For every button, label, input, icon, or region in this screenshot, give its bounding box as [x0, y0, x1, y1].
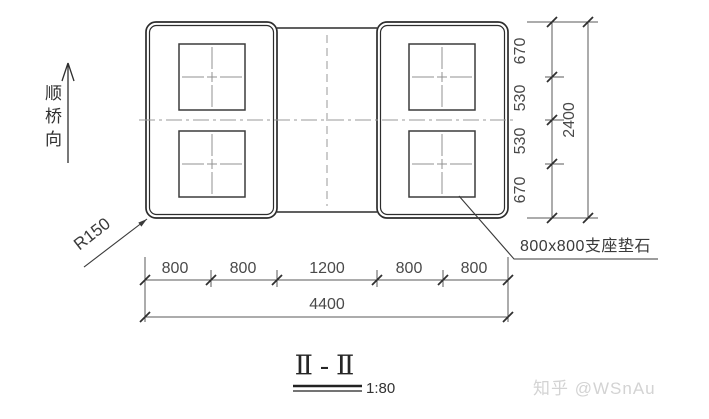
section-title: Ⅱ-Ⅱ	[294, 350, 362, 381]
watermark: 知乎 @WSnAu	[533, 379, 656, 398]
dim-right-seg-2: 530	[512, 84, 529, 112]
radius-leader-line	[83, 218, 148, 268]
dim-right-total: 2400	[561, 102, 578, 138]
dim-right-seg-3: 530	[512, 127, 529, 155]
bearing-pad-bottom-left	[178, 130, 246, 198]
dim-right-seg-1: 670	[512, 37, 529, 65]
pedestal-label: 800x800支座垫石	[520, 238, 651, 255]
direction-arrow	[61, 62, 75, 163]
bearing-pad-centerlines	[182, 47, 472, 194]
middle-web-outline	[277, 27, 377, 213]
dim-right-seg-4: 670	[512, 176, 529, 204]
dim-bottom-seg-2: 800	[229, 260, 257, 277]
bearing-pad-top-left	[178, 43, 246, 111]
scale-label: 1:80	[366, 380, 396, 397]
bearing-pads	[178, 43, 476, 198]
dim-bottom-seg-4: 800	[395, 260, 423, 277]
bearing-pad-top-right	[408, 43, 476, 111]
bearing-pad-bottom-right	[408, 130, 476, 198]
dim-bottom-seg-1: 800	[161, 260, 189, 277]
dim-bottom-seg-5: 800	[460, 260, 488, 277]
dim-bottom-seg-3: 1200	[309, 260, 345, 277]
main-centerlines	[139, 35, 516, 206]
section-title-underline	[293, 384, 362, 392]
dim-bottom-total: 4400	[309, 296, 345, 313]
pedestal-leader-line	[458, 195, 658, 260]
bottom-dimension-ticks	[139, 274, 514, 323]
bottom-dimension-lines	[144, 257, 509, 322]
direction-label: 顺桥向	[42, 84, 61, 153]
right-dimension-ticks	[546, 16, 594, 224]
